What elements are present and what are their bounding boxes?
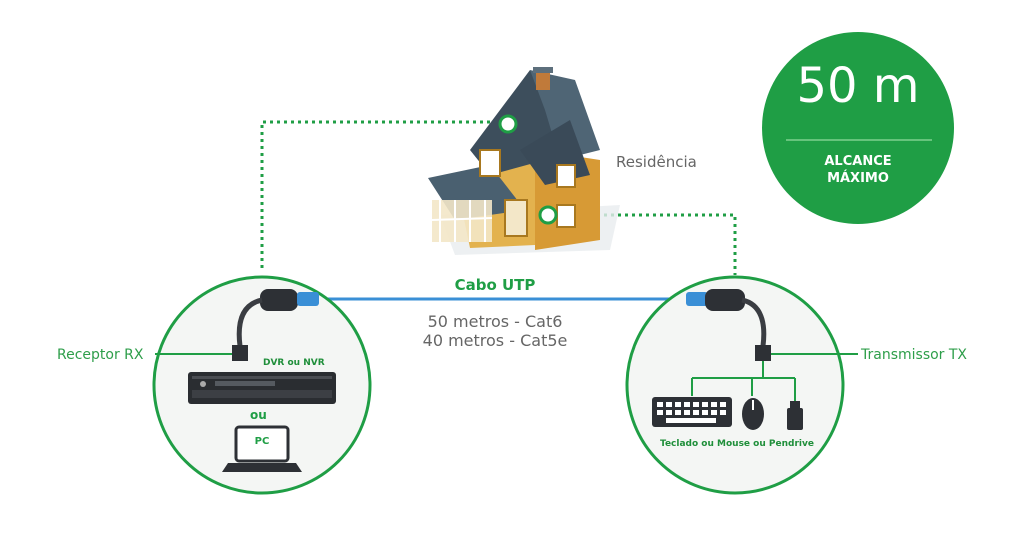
pendrive-icon xyxy=(787,401,803,430)
dotted-link-left xyxy=(260,120,505,268)
laptop-icon xyxy=(222,425,302,472)
rx-dongle xyxy=(260,289,298,311)
or-label: ou xyxy=(250,408,267,422)
cable-label: Cabo UTP xyxy=(454,276,536,294)
node-dot-lower xyxy=(538,205,558,225)
residence-label: Residência xyxy=(616,153,697,171)
tx-dongle xyxy=(705,289,745,311)
badge-line1: ALCANCE xyxy=(824,154,892,169)
dotted-link-right xyxy=(548,213,737,275)
keyboard-icon xyxy=(652,397,732,427)
house-illustration xyxy=(428,67,620,255)
dvr-label: DVR ou NVR xyxy=(263,358,325,368)
mouse-icon xyxy=(742,398,764,430)
tx-usb-plug xyxy=(755,345,771,361)
transmitter-label: Transmissor TX xyxy=(861,347,968,363)
spec-cat5e: 40 metros - Cat5e xyxy=(422,331,568,350)
spec-cat6: 50 metros - Cat6 xyxy=(427,312,563,331)
pc-label: PC xyxy=(254,436,270,447)
dvr-device xyxy=(188,372,336,404)
tx-branch-lines xyxy=(691,361,796,402)
node-dot-upper xyxy=(498,114,518,134)
rx-rj45-plug xyxy=(297,292,319,306)
badge-value: 50 m xyxy=(796,58,920,114)
badge-line2: MÁXIMO xyxy=(827,171,889,186)
receiver-label: Receptor RX xyxy=(57,347,144,363)
transmitter-circle xyxy=(625,275,858,495)
range-badge xyxy=(762,32,954,224)
rx-usb-plug xyxy=(232,345,248,361)
peripherals-label: Teclado ou Mouse ou Pendrive xyxy=(660,439,814,449)
receiver-circle xyxy=(152,275,372,495)
tx-rj45-plug xyxy=(686,292,708,306)
